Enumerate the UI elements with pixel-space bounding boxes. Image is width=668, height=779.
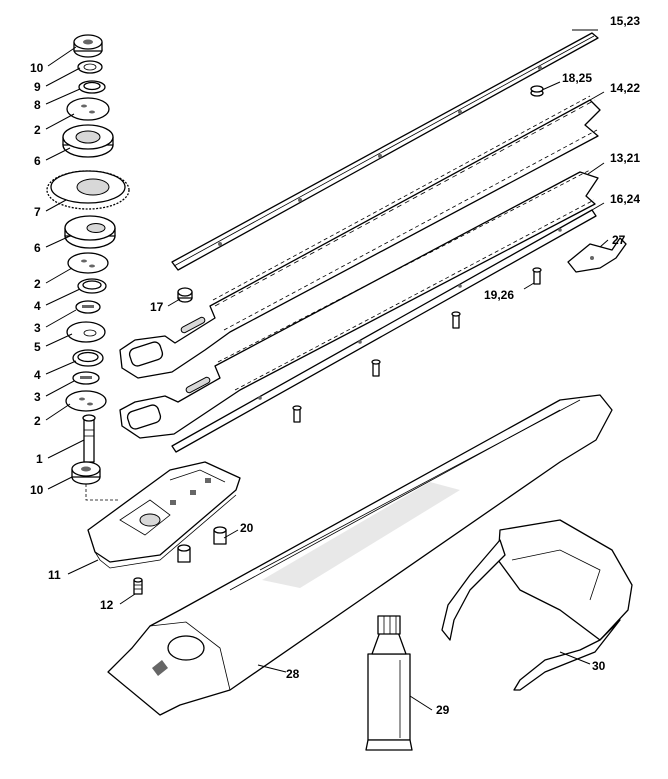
label-8: 8 bbox=[34, 98, 41, 112]
part-1-shaft bbox=[82, 414, 96, 463]
part-18-25-nut bbox=[530, 85, 544, 97]
part-19-26-screws bbox=[292, 267, 542, 423]
part-27-clip bbox=[567, 237, 627, 273]
label-20: 20 bbox=[240, 521, 254, 535]
part-20-screw bbox=[177, 526, 227, 563]
part-15-23-bar bbox=[171, 32, 599, 271]
label-9: 9 bbox=[34, 80, 41, 94]
part-10b-bearing bbox=[71, 461, 101, 485]
label-2: 2 bbox=[34, 123, 41, 137]
label-18-25: 18,25 bbox=[562, 71, 592, 85]
label-6: 6 bbox=[34, 154, 41, 168]
label-13-21: 13,21 bbox=[610, 151, 640, 165]
part-3b-spacer bbox=[72, 371, 100, 385]
part-5-disc bbox=[66, 321, 106, 343]
label-2b: 2 bbox=[34, 277, 41, 291]
part-14-22-upper-blade bbox=[119, 95, 601, 379]
label-4b: 4 bbox=[34, 368, 41, 382]
part-13-21-lower-blade bbox=[119, 169, 599, 439]
label-7: 7 bbox=[34, 205, 41, 219]
label-19-26: 19,26 bbox=[484, 288, 514, 302]
label-4: 4 bbox=[34, 299, 41, 313]
part-11-gear-housing bbox=[87, 461, 241, 569]
part-6-disc bbox=[62, 124, 114, 158]
part-4-ring bbox=[77, 278, 107, 294]
part-2c-plate bbox=[65, 390, 107, 412]
part-2b-plate bbox=[67, 252, 109, 274]
part-17-nut bbox=[177, 287, 193, 303]
label-17: 17 bbox=[150, 300, 164, 314]
part-12-screw bbox=[133, 577, 143, 595]
part-16-24-guide-strip bbox=[171, 209, 597, 453]
label-10: 10 bbox=[30, 61, 44, 75]
label-6b: 6 bbox=[34, 241, 41, 255]
part-10-bearing-top bbox=[73, 34, 103, 58]
label-15-23: 15,23 bbox=[610, 14, 640, 28]
label-2c: 2 bbox=[34, 414, 41, 428]
part-29-grease-tube bbox=[365, 615, 413, 751]
label-16-24: 16,24 bbox=[610, 192, 640, 206]
part-6b-disc bbox=[64, 215, 116, 249]
part-8-ring bbox=[78, 80, 106, 94]
label-10b: 10 bbox=[30, 483, 44, 497]
part-4b-ring bbox=[72, 349, 104, 367]
label-30: 30 bbox=[592, 659, 606, 673]
label-3: 3 bbox=[34, 321, 41, 335]
label-11: 11 bbox=[48, 568, 61, 582]
part-2-plate bbox=[66, 97, 110, 121]
label-28: 28 bbox=[286, 667, 300, 681]
label-3b: 3 bbox=[34, 390, 41, 404]
label-1: 1 bbox=[36, 452, 43, 466]
part-3-spacer bbox=[75, 300, 101, 314]
part-7-gear bbox=[46, 170, 130, 210]
label-5: 5 bbox=[34, 340, 41, 354]
part-28-scabbard bbox=[107, 394, 613, 716]
part-9-washer bbox=[77, 60, 103, 74]
callout-labels: 10 9 8 2 6 7 6 2 4 3 5 4 3 2 1 10 11 12 … bbox=[30, 14, 640, 717]
label-12: 12 bbox=[100, 598, 114, 612]
label-29: 29 bbox=[436, 703, 450, 717]
label-27: 27 bbox=[612, 233, 626, 247]
label-14-22: 14,22 bbox=[610, 81, 640, 95]
leader-lines bbox=[45, 29, 609, 711]
